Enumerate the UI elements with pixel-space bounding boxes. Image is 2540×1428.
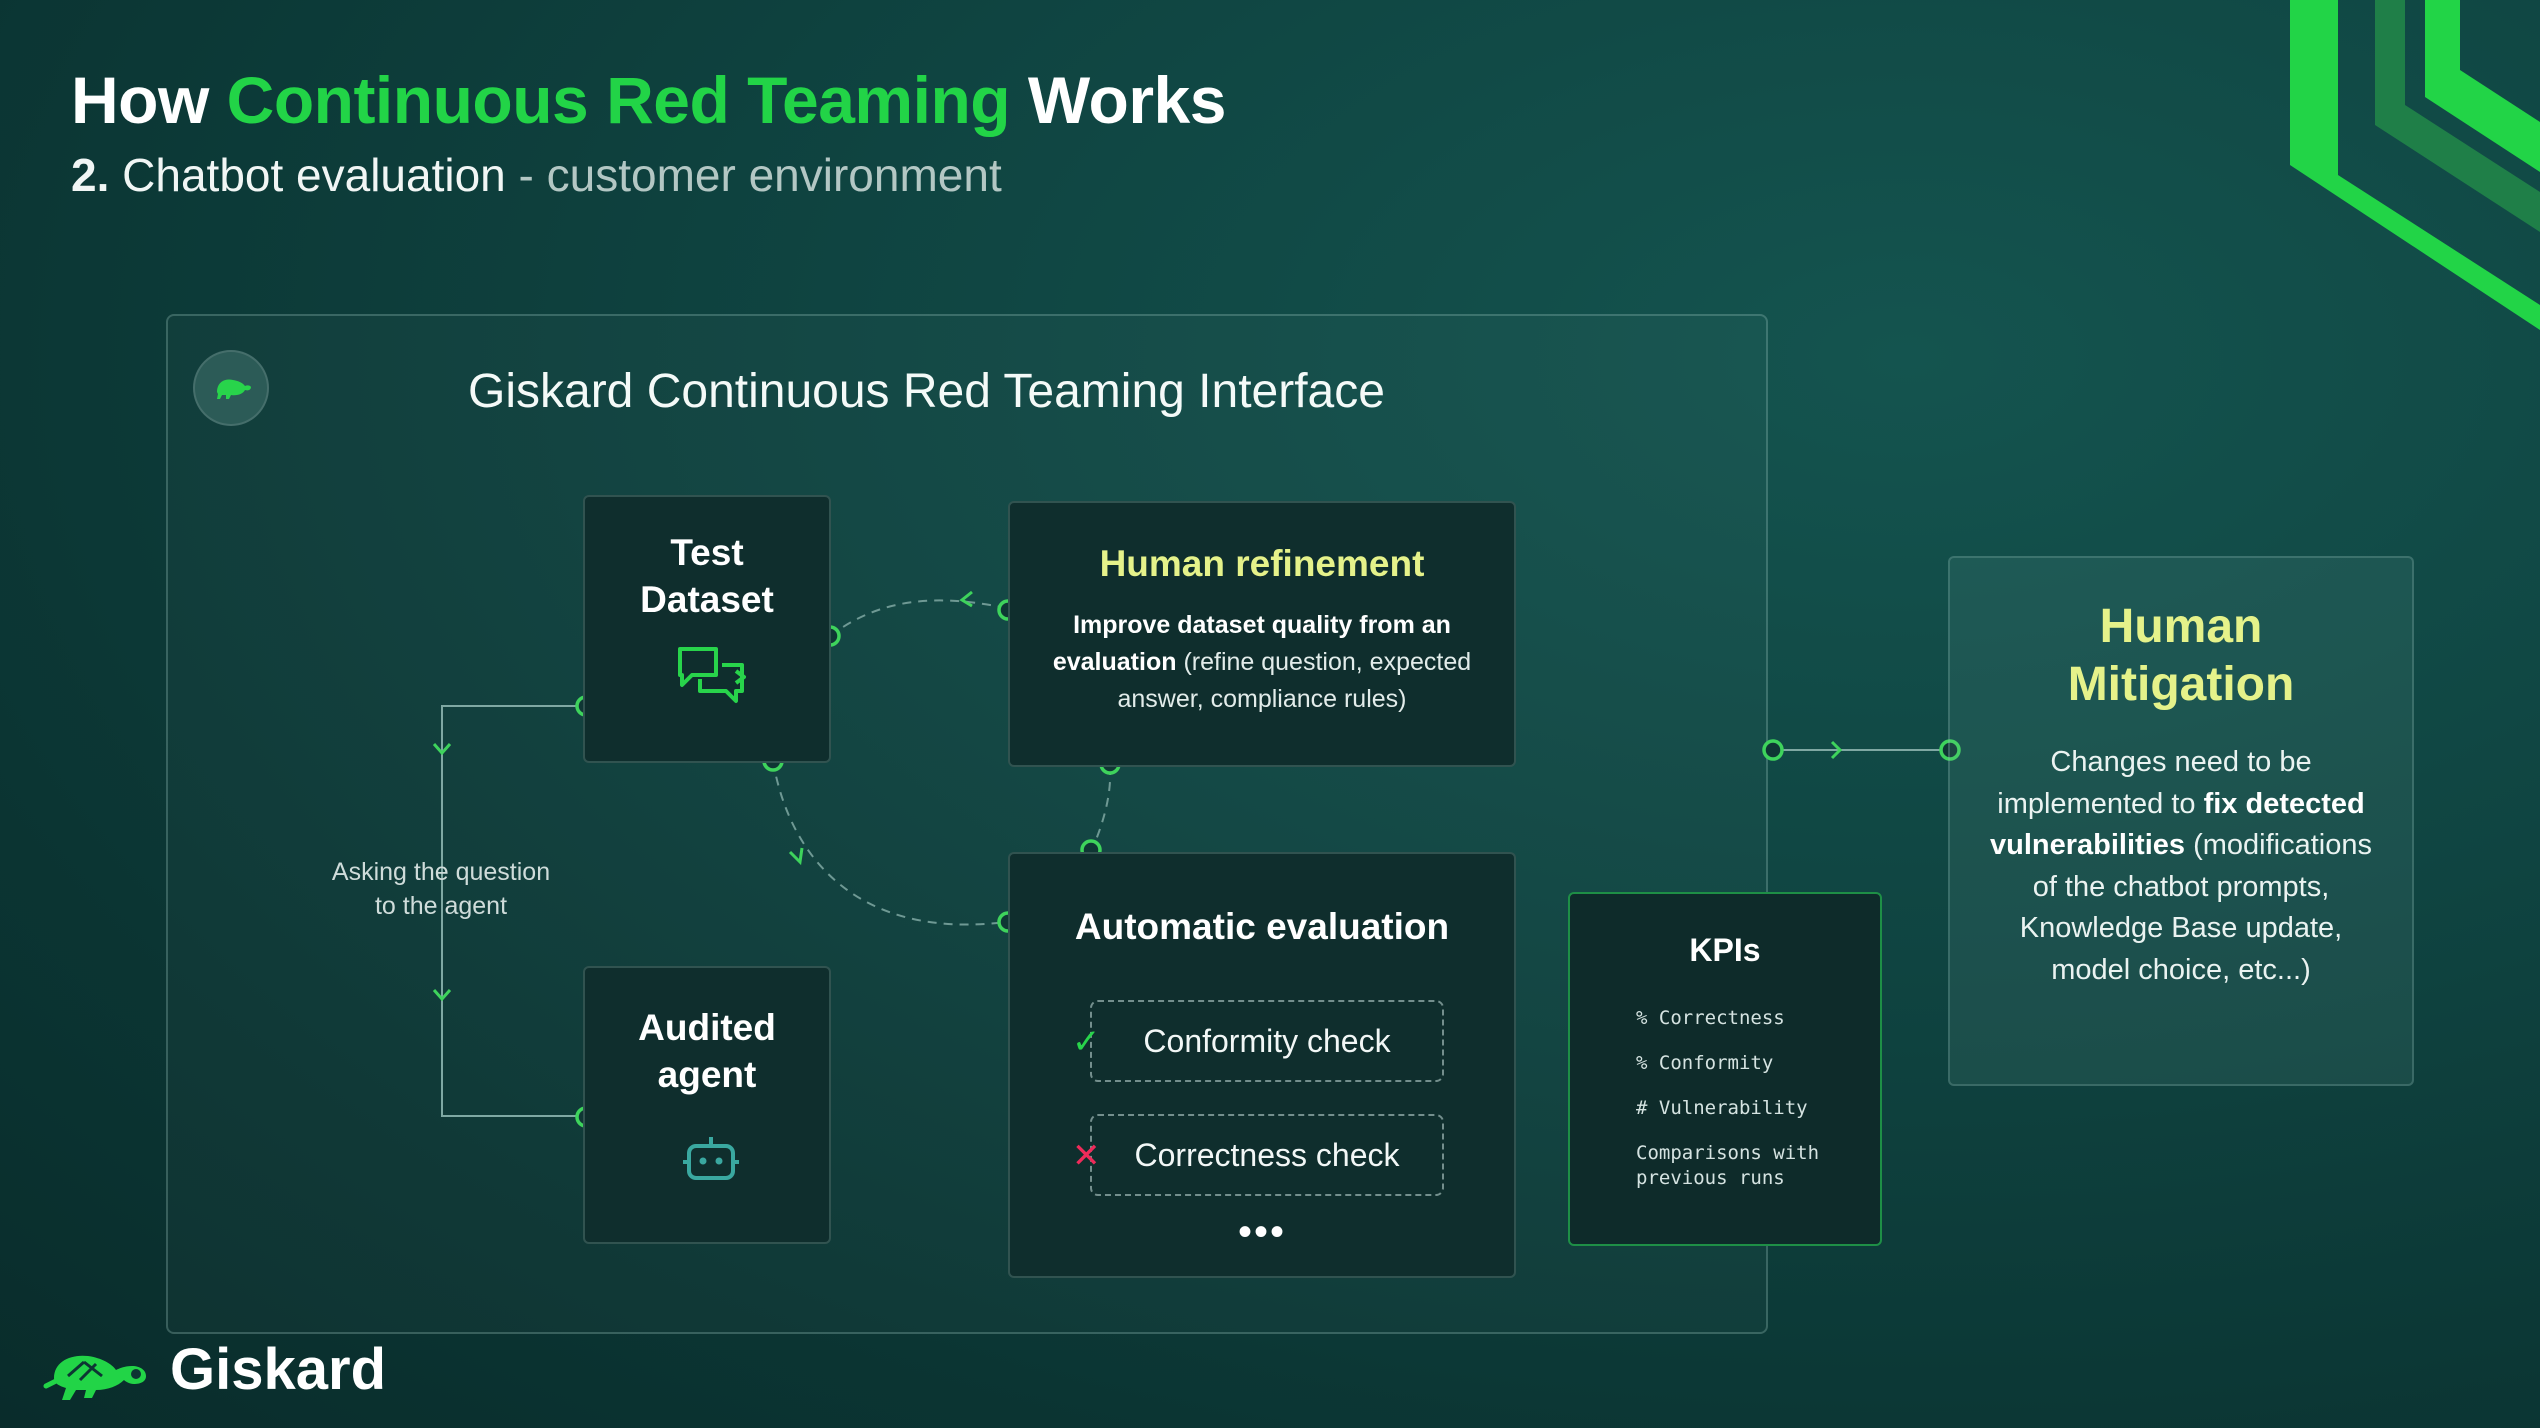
audited-agent-card: Audited agent xyxy=(583,966,831,1244)
interface-panel xyxy=(166,314,1768,1334)
kpis-title: KPIs xyxy=(1689,932,1761,968)
subtitle-number: 2. xyxy=(71,149,110,201)
asking-label: Asking the question to the agent xyxy=(316,855,566,923)
human-refinement-description: Improve dataset quality from an evaluati… xyxy=(1040,607,1484,718)
corner-decoration xyxy=(2290,0,2540,330)
description-bold: fix detected vulnerabilities xyxy=(1990,787,2365,862)
check-label: Correctness check xyxy=(1134,1136,1400,1173)
description-part: Changes need to be implemented to xyxy=(1997,746,2312,820)
turtle-icon xyxy=(217,379,251,399)
chat-bubbles-icon xyxy=(678,647,746,703)
brand-name: Giskard xyxy=(170,1337,386,1402)
title-accent: Continuous Red Teaming xyxy=(226,63,1011,137)
description-bold: Improve dataset quality from an evaluati… xyxy=(1052,611,1451,676)
test-dataset-title: Test Dataset xyxy=(585,529,829,623)
page-title: How Continuous Red Teaming Works xyxy=(71,62,1226,138)
human-mitigation-description: Changes need to be implemented to fix de… xyxy=(1990,742,2372,991)
description-rest: (refine question, expected answer, compl… xyxy=(1117,648,1472,713)
giskard-logo-badge xyxy=(193,350,269,426)
correctness-check-box: ✕ Correctness check xyxy=(1072,1114,1444,1196)
asking-label-line: to the agent xyxy=(374,892,508,920)
title-suffix: Works xyxy=(1010,63,1227,137)
title-line: Mitigation xyxy=(2067,658,2295,711)
kpi-item: Comparisons with xyxy=(1636,1142,1820,1164)
kpi-item: % Conformity xyxy=(1636,1052,1774,1074)
more-ellipsis: ••• xyxy=(1237,1210,1286,1254)
giskard-turtle-logo xyxy=(43,1355,146,1400)
human-refinement-title: Human refinement xyxy=(1099,543,1425,584)
checkmark-icon: ✓ xyxy=(1072,1023,1101,1061)
kpi-item: % Correctness xyxy=(1636,1007,1785,1029)
subtitle-main: Chatbot evaluation xyxy=(109,149,506,201)
page-subtitle: 2. Chatbot evaluation - customer environ… xyxy=(71,148,1002,202)
asking-label-line: Asking the question xyxy=(331,858,551,886)
robot-icon xyxy=(683,1137,739,1180)
title-line: Audited xyxy=(638,1007,776,1048)
kpi-item: # Vulnerability xyxy=(1636,1097,1808,1119)
subtitle-muted: - customer environment xyxy=(505,149,1002,201)
title-line: Dataset xyxy=(640,579,774,620)
title-line: Human xyxy=(2099,600,2263,653)
cross-icon: ✕ xyxy=(1072,1137,1101,1175)
human-mitigation-title: Human Mitigation xyxy=(1950,598,2412,714)
title-line: agent xyxy=(657,1054,757,1095)
conformity-check-box: ✓ Conformity check xyxy=(1072,1000,1444,1082)
description-part: (modifications of the chatbot prompts, K… xyxy=(2019,829,2372,986)
human-refinement-card: Human refinement Improve dataset quality… xyxy=(1008,501,1516,767)
title-prefix: How xyxy=(71,63,227,137)
panel-title: Giskard Continuous Red Teaming Interface xyxy=(468,365,1385,418)
title-line: Test xyxy=(670,532,744,573)
automatic-evaluation-title: Automatic evaluation xyxy=(1074,906,1450,947)
audited-agent-title: Audited agent xyxy=(585,1004,829,1098)
automatic-evaluation-card: Automatic evaluation ✓ Conformity check … xyxy=(1008,852,1516,1278)
human-mitigation-card: Human Mitigation Changes need to be impl… xyxy=(1948,556,2414,1086)
kpi-item: previous runs xyxy=(1636,1167,1785,1189)
kpis-card: KPIs % Correctness % Conformity # Vulner… xyxy=(1568,892,1882,1246)
test-dataset-card: Test Dataset xyxy=(583,495,831,763)
check-label: Conformity check xyxy=(1143,1022,1391,1059)
right-arrow-icon xyxy=(1830,740,1843,760)
